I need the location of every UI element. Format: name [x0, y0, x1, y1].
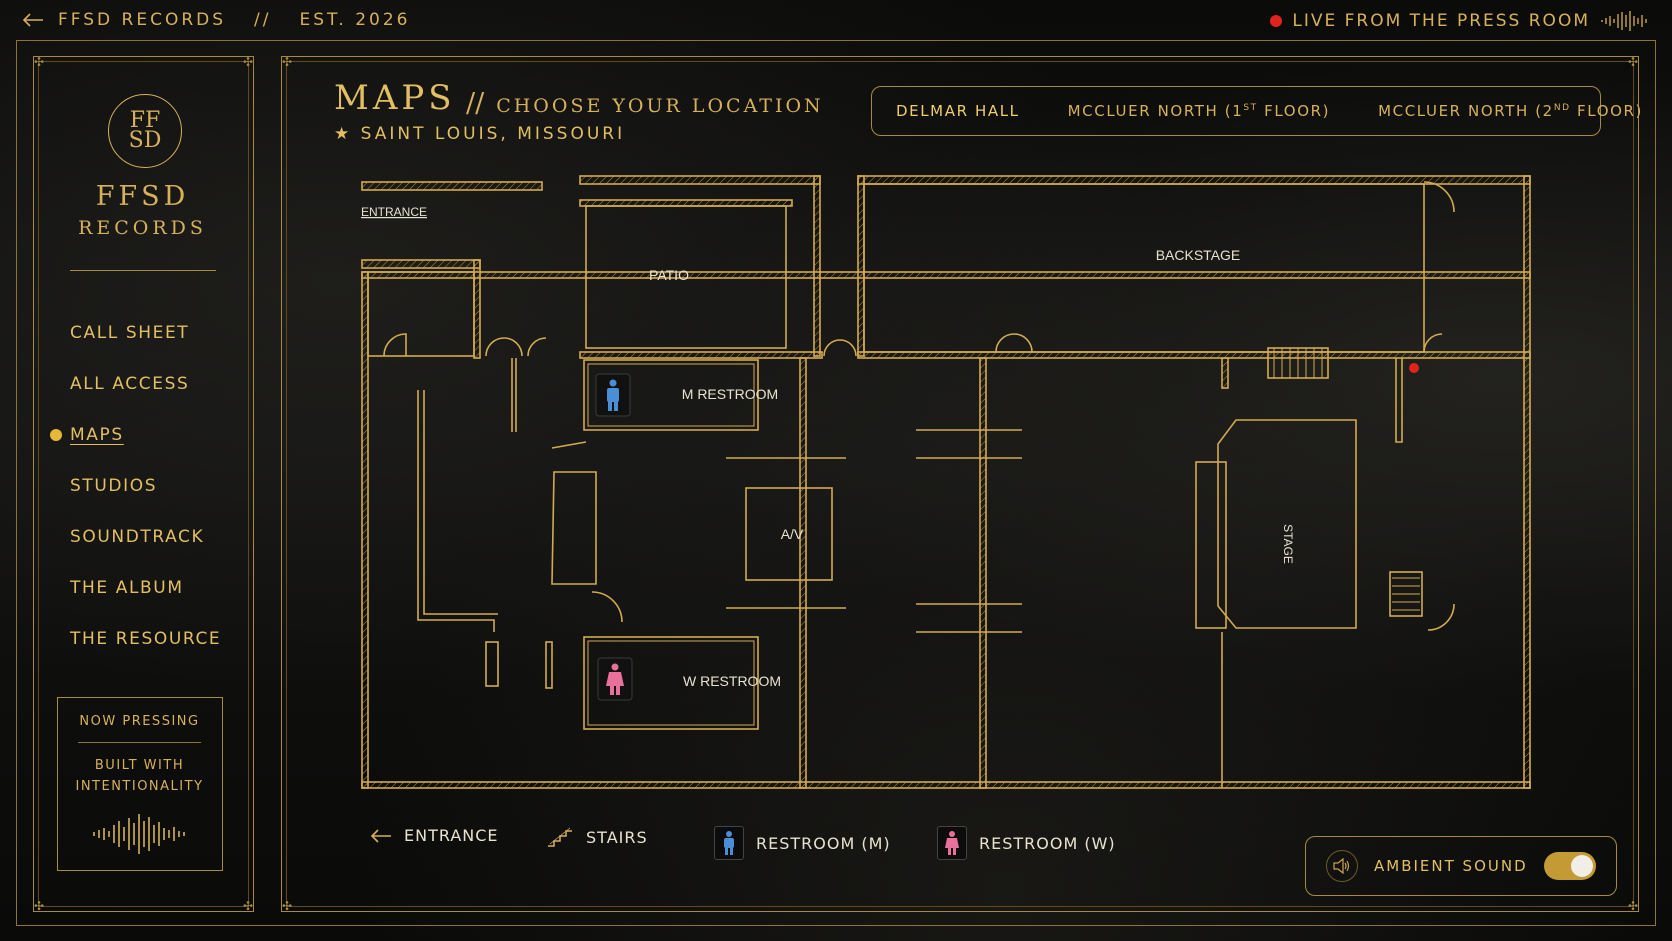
corner-ornament-icon: ✣	[1627, 55, 1639, 69]
press-line-2: INTENTIONALITY	[75, 779, 204, 794]
legend-restroom-w: RESTROOM (W)	[937, 826, 1116, 860]
tab-delmar-hall[interactable]: DELMAR HALL	[896, 102, 1020, 120]
legend-stairs: STAIRS	[546, 826, 648, 848]
stairs-icon	[548, 827, 572, 847]
legend-entrance: ENTRANCE	[370, 826, 499, 845]
soundwave-icon	[93, 814, 185, 854]
star-icon: ★	[334, 124, 353, 144]
divider	[78, 742, 201, 743]
ambient-sound-toggle[interactable]	[1544, 852, 1596, 880]
sidebar-nav: CALL SHEET ALL ACCESS MAPS STUDIOS SOUND…	[50, 307, 222, 664]
live-indicator: LIVE FROM THE PRESS ROOM	[1270, 10, 1650, 32]
ambient-sound-control: AMBIENT SOUND	[1305, 836, 1617, 896]
corner-ornament-icon: ✣	[281, 899, 293, 913]
sidebar: ✣ ✣ ✣ ✣ FF SD FFSD RECORDS CALL SHEET AL…	[33, 55, 254, 913]
sidebar-item-the-album[interactable]: THE ALBUM	[70, 577, 184, 598]
logo-subtitle: RECORDS	[78, 217, 207, 239]
legend-restroom-m: RESTROOM (M)	[714, 826, 891, 860]
press-line-1: BUILT WITH	[94, 758, 185, 773]
corner-ornament-icon: ✣	[242, 55, 254, 69]
men-restroom-icon	[714, 826, 744, 860]
corner-ornament-icon: ✣	[281, 55, 293, 69]
active-dot-icon	[50, 428, 62, 441]
toggle-knob	[1571, 855, 1593, 877]
room-label-m-restroom: M RESTROOM	[682, 386, 778, 402]
room-label-w-restroom: W RESTROOM	[683, 673, 781, 689]
sidebar-item-studios[interactable]: STUDIOS	[70, 475, 158, 496]
sidebar-item-call-sheet[interactable]: CALL SHEET	[70, 322, 190, 343]
room-label-stage: STAGE	[1281, 524, 1295, 564]
logo-name: FFSD	[95, 181, 190, 212]
topbar-brand: FFSD RECORDS // EST. 2026	[22, 10, 411, 30]
ambient-sound-label: AMBIENT SOUND	[1374, 857, 1528, 875]
room-label-entrance: ENTRANCE	[361, 205, 427, 219]
women-restroom-icon	[597, 657, 633, 701]
now-pressing-card: NOW PRESSING BUILT WITH INTENTIONALITY	[57, 697, 223, 871]
established-label: EST. 2026	[299, 10, 411, 30]
location-text: SAINT LOUIS, MISSOURI	[360, 124, 626, 144]
speaker-icon[interactable]	[1326, 850, 1358, 882]
outer-frame	[16, 40, 1656, 926]
corner-ornament-icon: ✣	[1627, 899, 1639, 913]
sidebar-item-the-resource[interactable]: THE RESOURCE	[70, 628, 222, 649]
sidebar-item-soundtrack[interactable]: SOUNDTRACK	[70, 526, 205, 547]
women-restroom-icon	[937, 826, 967, 860]
location-tabs: DELMAR HALL MCCLUER NORTH (1ST FLOOR) MC…	[871, 86, 1641, 136]
room-label-av: A/V	[781, 526, 804, 542]
room-label-patio: PATIO	[649, 267, 689, 283]
brand-name[interactable]: FFSD RECORDS	[58, 10, 227, 30]
location-label: ★ SAINT LOUIS, MISSOURI	[334, 124, 625, 144]
brand-separator: //	[254, 10, 272, 30]
tab-mccluer-north-1st[interactable]: MCCLUER NORTH (1ST FLOOR)	[1067, 102, 1331, 120]
now-pressing-title: NOW PRESSING	[79, 714, 200, 729]
sidebar-item-all-access[interactable]: ALL ACCESS	[70, 373, 190, 394]
logo-monogram[interactable]: FF SD	[108, 94, 182, 168]
soundwave-icon	[1601, 11, 1647, 31]
page-subtitle: // CHOOSE YOUR LOCATION	[466, 88, 824, 119]
title-separator: //	[466, 88, 485, 119]
back-arrow-icon[interactable]	[22, 13, 44, 27]
subtitle-text: CHOOSE YOUR LOCATION	[496, 95, 824, 117]
monogram-top: FF	[129, 108, 161, 133]
current-location-marker	[1409, 363, 1419, 373]
sidebar-item-maps[interactable]: MAPS	[50, 409, 221, 460]
divider	[70, 270, 216, 271]
entrance-arrow-icon	[370, 828, 391, 843]
corner-ornament-icon: ✣	[242, 899, 254, 913]
main-panel: ✣ ✣ ✣ ✣	[281, 55, 1639, 913]
corner-ornament-icon: ✣	[33, 899, 45, 913]
tab-mccluer-north-2nd[interactable]: MCCLUER NORTH (2ND FLOOR)	[1378, 102, 1643, 120]
corner-ornament-icon: ✣	[33, 55, 45, 69]
monogram-bottom: SD	[128, 128, 162, 153]
floor-map[interactable]: ENTRANCE PATIO BACKSTAGE A/V STAGE M RES…	[356, 172, 1540, 802]
page-title: MAPS	[334, 78, 456, 118]
live-label: LIVE FROM THE PRESS ROOM	[1292, 11, 1590, 31]
men-restroom-icon	[595, 373, 631, 417]
room-label-backstage: BACKSTAGE	[1156, 247, 1241, 263]
live-dot-icon	[1270, 15, 1283, 27]
